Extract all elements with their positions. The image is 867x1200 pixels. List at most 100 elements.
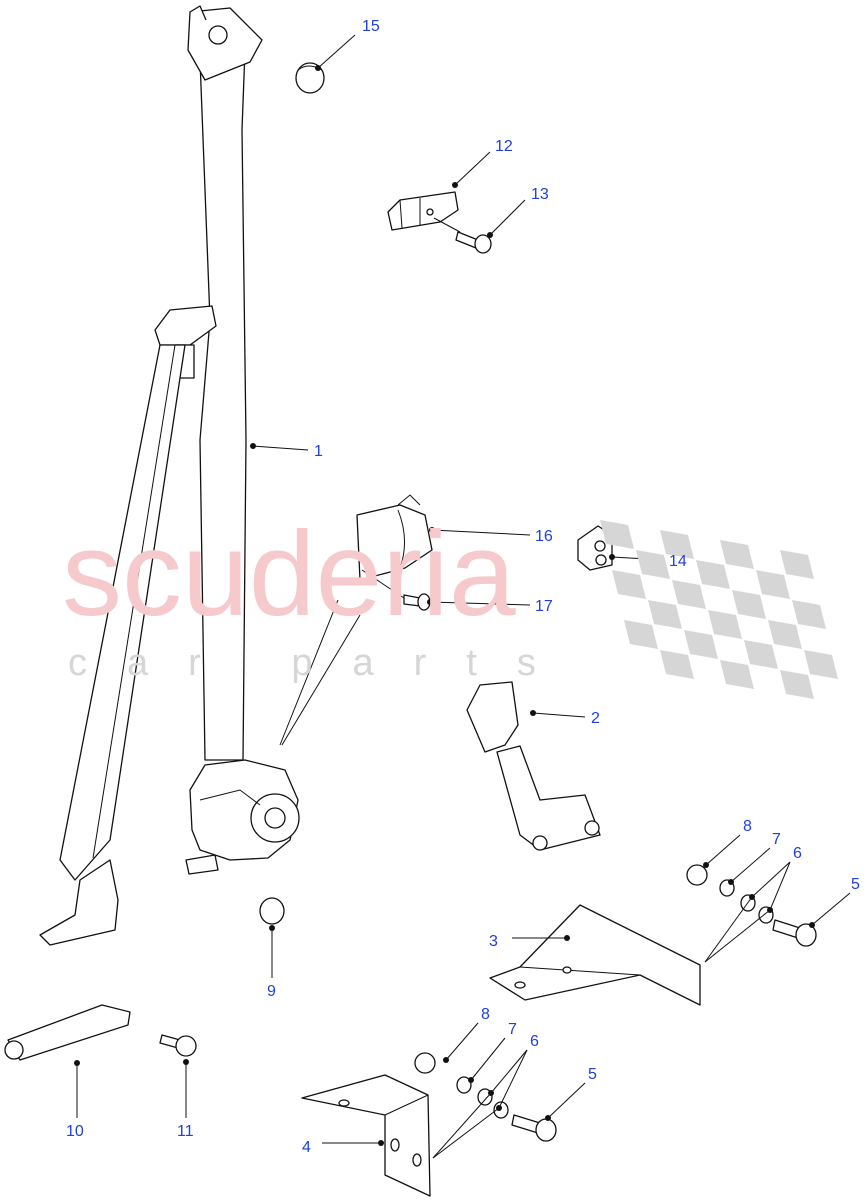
callout-2: 2 [591,710,600,727]
leader-dot [530,710,536,716]
link-part-10 [4,1004,131,1061]
flag-square [744,640,778,669]
leader-line [547,1082,586,1119]
plug-part-9 [259,897,285,925]
callout-16: 16 [535,528,553,545]
callout-6-upper: 6 [793,845,802,862]
leader-dot [703,862,709,868]
flag-square [768,620,802,649]
leader-line [705,834,741,866]
leader-line [432,1092,492,1159]
leader-line [811,892,851,926]
leader-dot [429,527,435,533]
callout-8-lower: 8 [481,1006,490,1023]
leader-line [429,601,531,606]
callout-12: 12 [495,138,513,155]
callout-labels: 15 12 13 1 16 14 17 2 8 7 6 5 3 9 10 11 … [66,18,860,1156]
leader-dot [728,879,734,885]
callout-8-upper: 8 [743,818,752,835]
flag-square [684,630,718,659]
fasteners-upper [686,864,817,947]
leader-line [431,529,531,536]
flag-square [720,660,754,689]
leader-dot [427,599,433,605]
callout-4: 4 [302,1139,311,1156]
leader-line [532,712,586,718]
flag-square [780,670,814,699]
leader-line [704,896,753,963]
clip-part-12 [387,191,459,231]
checkered-flag-logo [600,520,838,699]
callout-7-upper: 7 [772,831,781,848]
leader-line [490,1049,528,1094]
leader-dot [809,922,815,928]
callout-6-lower: 6 [530,1033,539,1050]
leader-line [281,614,361,746]
leader-dot [487,232,493,238]
fasteners-lower [414,1052,557,1142]
leader-dot [378,1140,384,1146]
leader-dot [443,1057,449,1063]
bracket-part-3 [489,904,701,1006]
flag-square [756,570,790,599]
leader-line [730,847,771,883]
flag-square [660,650,694,679]
leader-line [252,445,309,451]
flag-square [660,530,694,559]
leader-dot [315,65,321,71]
watermark-brand: scuderia [62,507,516,641]
callout-1: 1 [314,443,323,460]
callout-17: 17 [535,598,553,615]
leader-line [470,1037,506,1081]
leader-line [279,599,339,746]
flag-square [792,600,826,629]
leader-line [454,151,491,186]
guide-part-14 [577,525,613,571]
flag-square [696,560,730,589]
leader-dot [564,935,570,941]
leader-line [498,1049,528,1109]
flag-square [708,610,742,639]
leader-dot [183,1059,189,1065]
buckle-part-2 [466,681,601,851]
callout-3: 3 [489,933,498,950]
leader-line [317,34,356,69]
leader-dot [74,1060,80,1066]
callout-14: 14 [669,553,687,570]
flag-square [732,590,766,619]
leader-line [445,1022,479,1061]
flag-square [672,580,706,609]
flag-square [624,620,658,649]
flag-square [600,520,634,549]
callout-13: 13 [531,186,549,203]
leader-dot [250,443,256,449]
callout-9: 9 [267,983,276,1000]
leader-line [432,1107,500,1159]
callout-5-lower: 5 [588,1066,597,1083]
callout-15: 15 [362,18,380,35]
callout-11: 11 [177,1123,194,1140]
leader-line [704,909,771,963]
callout-7-lower: 7 [508,1021,517,1038]
leader-dot [468,1077,474,1083]
flag-square [780,550,814,579]
leader-dot [545,1115,551,1121]
seat-belt-part-1 [39,5,300,946]
leader-dot [609,554,615,560]
leader-lines [74,34,851,1159]
flag-square [720,540,754,569]
flag-square [636,550,670,579]
callout-5-upper: 5 [851,876,860,893]
callout-10: 10 [66,1123,84,1140]
watermark: scuderia car parts [62,507,838,699]
cover-part-16 [356,494,433,581]
watermark-sub: car parts [68,642,576,684]
flag-square [612,570,646,599]
leader-dot [269,925,275,931]
flag-square [804,650,838,679]
leader-line [769,861,791,911]
bracket-part-4 [301,1074,431,1197]
screw-part-13 [433,217,492,254]
